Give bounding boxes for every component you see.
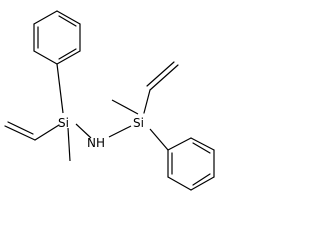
si-left-label: Si [58,116,69,130]
left-vinyl-group [4,121,60,141]
left-phenyl-ring [33,10,81,65]
bond-si-to-right-ring [149,128,169,151]
bond-si-left-to-n [75,123,92,139]
chemical-structure-diagram: Si NH Si [4,10,215,191]
right-vinyl-group [143,61,179,114]
nh-label: NH [87,136,105,150]
bond-n-to-si-right [108,125,132,138]
right-phenyl-ring [167,137,215,191]
si-right-label: Si [133,116,144,130]
right-methyl-bond [111,99,139,115]
bond-left-ring-to-si [56,63,64,114]
left-methyl-bond [67,127,71,162]
